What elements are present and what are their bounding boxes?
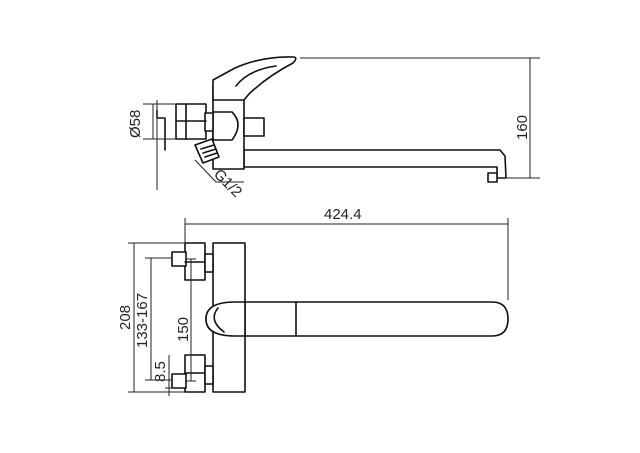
side-view: Ø58 G1/2 160	[127, 56, 540, 201]
offset-label: 8.5	[152, 361, 169, 382]
center-label: 150	[175, 317, 192, 342]
height-label: 160	[514, 115, 531, 140]
front-nut-top	[204, 253, 214, 273]
front-spout	[205, 301, 509, 337]
diameter-label: Ø58	[127, 110, 144, 138]
width-label: 208	[117, 305, 134, 330]
side-lever	[212, 56, 297, 101]
side-flange-ring	[204, 112, 214, 132]
front-view: 424.4 208 133-167 150 8.5	[117, 206, 509, 396]
front-eccentric-bottom	[171, 373, 187, 389]
side-lever-inner	[235, 65, 277, 87]
side-spout	[243, 149, 507, 179]
side-wall-stub	[156, 109, 166, 151]
side-aerator	[487, 172, 498, 183]
side-nub	[243, 117, 265, 137]
thread-label: G1/2	[210, 166, 245, 201]
spacing-range-label: 133-167	[134, 293, 151, 348]
front-nut-bottom	[204, 365, 214, 385]
side-cartridge	[212, 111, 239, 141]
front-eccentric-top	[171, 251, 187, 267]
length-label: 424.4	[324, 206, 362, 223]
